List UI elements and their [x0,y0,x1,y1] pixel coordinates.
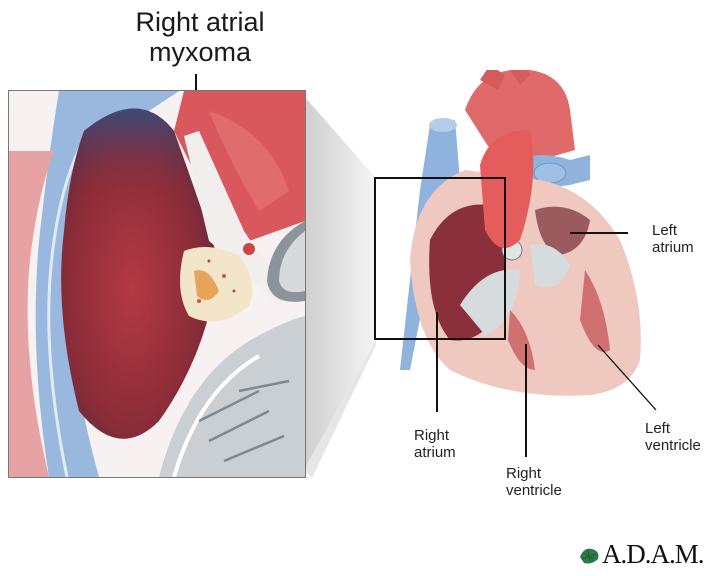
title-line-1: Right atrial [135,7,265,37]
label-right-ventricle: Right ventricle [506,465,562,500]
left-atrium-leader [570,232,628,234]
right-ventricle-leader [525,344,527,457]
label-right-atrium: Right atrium [414,427,456,462]
magnified-atrium-illustration [9,91,305,477]
adam-logo: A.D.A.M. [578,539,705,570]
label-left-ventricle: Left ventricle [645,420,701,455]
right-ventricle-line-1: Right [506,465,542,482]
left-ventricle-line-1: Left [645,420,671,437]
right-atrium-line-2: atrium [414,444,456,462]
leaf-icon [580,548,599,563]
left-atrium-line-2: atrium [652,239,694,257]
left-ventricle-line-2: ventricle [645,437,701,455]
label-left-atrium: Left atrium [652,222,694,257]
right-atrium-line-1: Right [414,427,450,444]
magnified-inset [8,90,306,478]
zoom-region-box [374,177,506,340]
right-atrium-leader [436,312,438,412]
logo-text: A.D.A.M. [602,539,705,569]
diagram-title: Right atrial myxoma [110,7,290,67]
right-ventricle-line-2: ventricle [506,482,562,500]
left-atrium-line-1: Left [652,222,678,239]
myxoma-tumor [180,247,253,322]
title-line-2: myxoma [148,36,251,67]
